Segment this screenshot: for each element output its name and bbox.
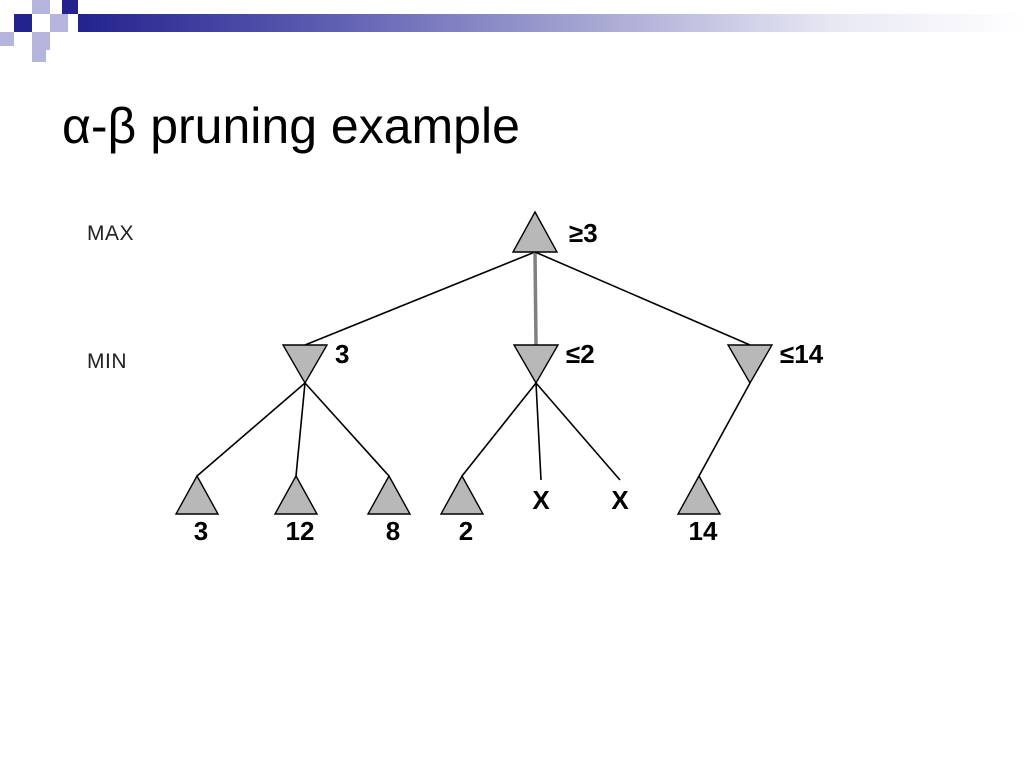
min-2-child-1-leaf-node xyxy=(439,474,485,515)
min-1-child-2-leaf-value-label: 12 xyxy=(286,516,315,546)
edge-root-to-min-2 xyxy=(533,251,538,346)
edge-min-2-child-1 xyxy=(461,382,537,477)
edge-root-to-min-3 xyxy=(534,251,751,346)
tree-nodes xyxy=(174,210,774,515)
min-2-child-1-leaf-value-label: 2 xyxy=(459,516,473,546)
min-2-child-2-pruned-mark: X xyxy=(532,485,550,515)
edge-min-3-child-1 xyxy=(698,382,751,477)
max-root-node xyxy=(511,210,559,253)
min-node-1-value-label: 3 xyxy=(335,339,349,369)
page-title: α-β pruning example xyxy=(62,98,520,154)
min-node-3 xyxy=(726,344,774,385)
max-root-value-label: ≥3 xyxy=(569,218,598,248)
min-node-2-value-label: ≤2 xyxy=(566,339,595,369)
header-square-light-4 xyxy=(0,32,14,46)
slide-header-decoration xyxy=(0,0,1024,62)
level-label-max: MAX xyxy=(87,222,135,245)
level-label-min: MIN xyxy=(87,350,127,373)
tree-edges xyxy=(196,251,751,481)
min-1-child-3-leaf-value-label: 8 xyxy=(386,516,400,546)
min-node-1 xyxy=(281,344,329,385)
min-node-3-value-label: ≤14 xyxy=(780,339,824,369)
min-3-child-1-leaf-node xyxy=(676,474,722,515)
header-square-light-3 xyxy=(32,32,50,50)
header-square-light-1 xyxy=(32,0,50,14)
min-1-child-3-leaf-node xyxy=(366,474,412,515)
header-square-light-5 xyxy=(32,50,46,62)
edge-min-2-child-2-pruned xyxy=(535,382,542,481)
edge-min-1-child-1 xyxy=(196,382,306,477)
edge-min-1-child-2 xyxy=(295,382,306,477)
header-square-dark-1 xyxy=(14,14,32,32)
header-square-dark-2 xyxy=(62,0,78,14)
min-2-child-3-pruned-mark: X xyxy=(611,485,629,515)
min-3-child-1-leaf-value-label: 14 xyxy=(689,516,718,546)
edge-min-2-child-3-pruned xyxy=(535,382,621,481)
min-node-2 xyxy=(512,344,560,385)
min-1-child-1-leaf-node xyxy=(174,474,220,515)
tree-labels: ≥3 3 3 12 8 ≤2 2 X X ≤14 14 xyxy=(194,218,824,546)
header-square-light-2 xyxy=(50,14,68,32)
min-1-child-2-leaf-node xyxy=(273,474,319,515)
edge-min-1-child-3 xyxy=(304,382,390,477)
header-gradient-stripe xyxy=(78,14,1024,32)
edge-root-to-min-1 xyxy=(304,251,536,346)
min-1-child-1-leaf-value-label: 3 xyxy=(194,516,208,546)
